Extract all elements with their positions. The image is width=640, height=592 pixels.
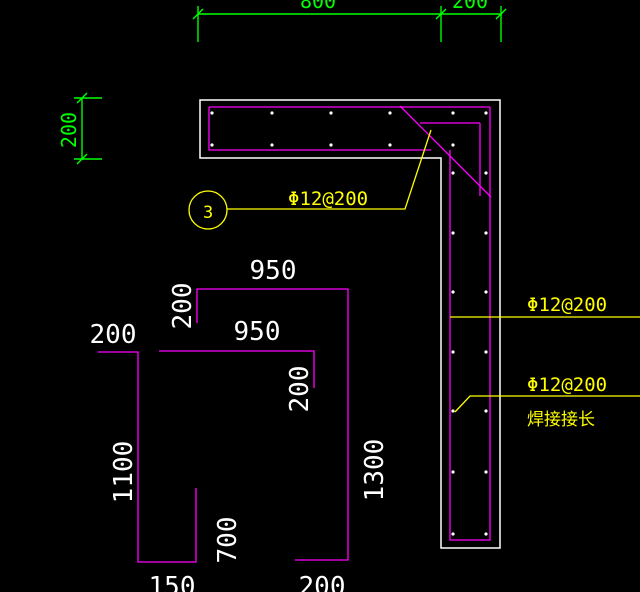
callout-label: Φ12@200 xyxy=(288,188,368,210)
top-dimension-800: 800 xyxy=(300,0,336,13)
callout-leader-line xyxy=(227,129,432,210)
top-dimension-200: 200 xyxy=(452,0,488,13)
rebar-diagonal xyxy=(399,105,492,198)
bar2-start-200: 200 xyxy=(90,320,137,350)
rebar-label-2: Φ12@200 xyxy=(527,374,607,396)
side-dimension-tick-top xyxy=(76,92,88,104)
callout-leader-group xyxy=(188,129,432,230)
top-dimension-tick-right xyxy=(495,8,507,20)
side-dimension-group xyxy=(74,92,102,165)
bar1-left-200: 200 xyxy=(168,283,198,330)
rebar-vertical-loop xyxy=(449,107,491,541)
callout-circle xyxy=(188,190,228,230)
bar-shape-2 xyxy=(159,350,315,388)
rebar-group xyxy=(208,105,492,541)
wall-outline xyxy=(199,99,501,549)
bar2-end-200: 200 xyxy=(285,366,315,413)
side-dimension-200: 200 xyxy=(57,112,81,148)
bar1-length-950: 950 xyxy=(250,256,297,286)
right-leader-group xyxy=(450,316,640,413)
callout-number: 3 xyxy=(203,203,213,223)
bar2-drop-1100: 1100 xyxy=(109,441,139,504)
bar-shape-2-lower xyxy=(98,351,197,563)
rebar-horizontal-loop xyxy=(208,106,490,151)
top-dimension-group xyxy=(192,6,507,42)
bar2-length-950: 950 xyxy=(234,317,281,347)
bar1-drop-1300: 1300 xyxy=(360,439,390,502)
rebar-label-1: Φ12@200 xyxy=(527,294,607,316)
top-dimension-tick-left xyxy=(192,8,204,20)
rebar-dots xyxy=(210,111,488,536)
bar-shape-1 xyxy=(196,288,349,561)
side-dimension-tick-bottom xyxy=(76,153,88,165)
rebar-label-2-leader xyxy=(454,395,640,413)
bar2-foot-150: 150 xyxy=(149,572,196,592)
top-dimension-tick-mid xyxy=(435,8,447,20)
weld-note: 焊接接长 xyxy=(527,410,595,430)
bar2-inner-700: 700 xyxy=(213,517,243,564)
bar1-end-200: 200 xyxy=(299,572,346,592)
